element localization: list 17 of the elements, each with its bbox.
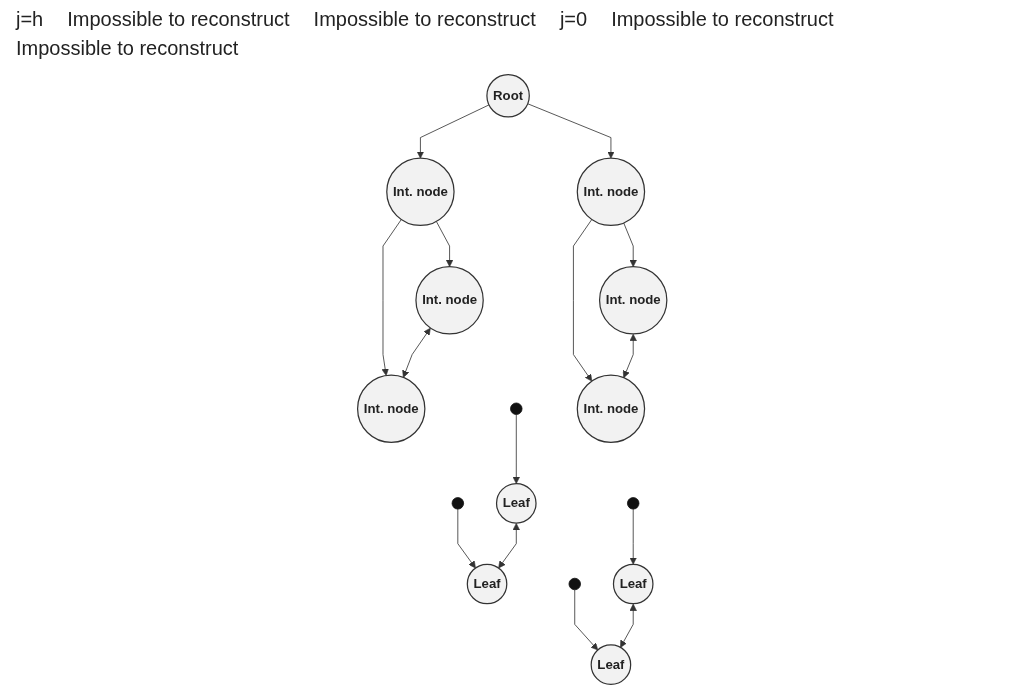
annotation-text: Impossible to reconstruct — [16, 37, 239, 60]
tree-node-circle: Int. node — [356, 374, 426, 443]
annotation-text: j=0 — [559, 8, 588, 31]
annotation-text: Impossible to reconstruct — [611, 8, 834, 31]
tree-node-circle: Leaf — [612, 563, 654, 605]
tree-node-circle: Leaf — [495, 483, 537, 524]
annotation-text: Impossible to reconstruct — [67, 8, 290, 31]
tree-node-circle: Int. node — [415, 266, 484, 335]
tree-node-circle: Leaf — [466, 563, 508, 605]
tree-node-circle: Int. node — [385, 157, 455, 227]
tree-node-circle: Leaf — [590, 644, 632, 685]
tree-node-circle: Int. node — [576, 374, 645, 443]
tree-node-circle: Root — [486, 73, 530, 118]
tree-node-circle: Int. node — [598, 266, 668, 335]
annotation-text: Impossible to reconstruct — [313, 8, 536, 31]
tree-node-circle: Int. node — [576, 157, 645, 227]
annotation-text: j=h — [16, 8, 44, 31]
